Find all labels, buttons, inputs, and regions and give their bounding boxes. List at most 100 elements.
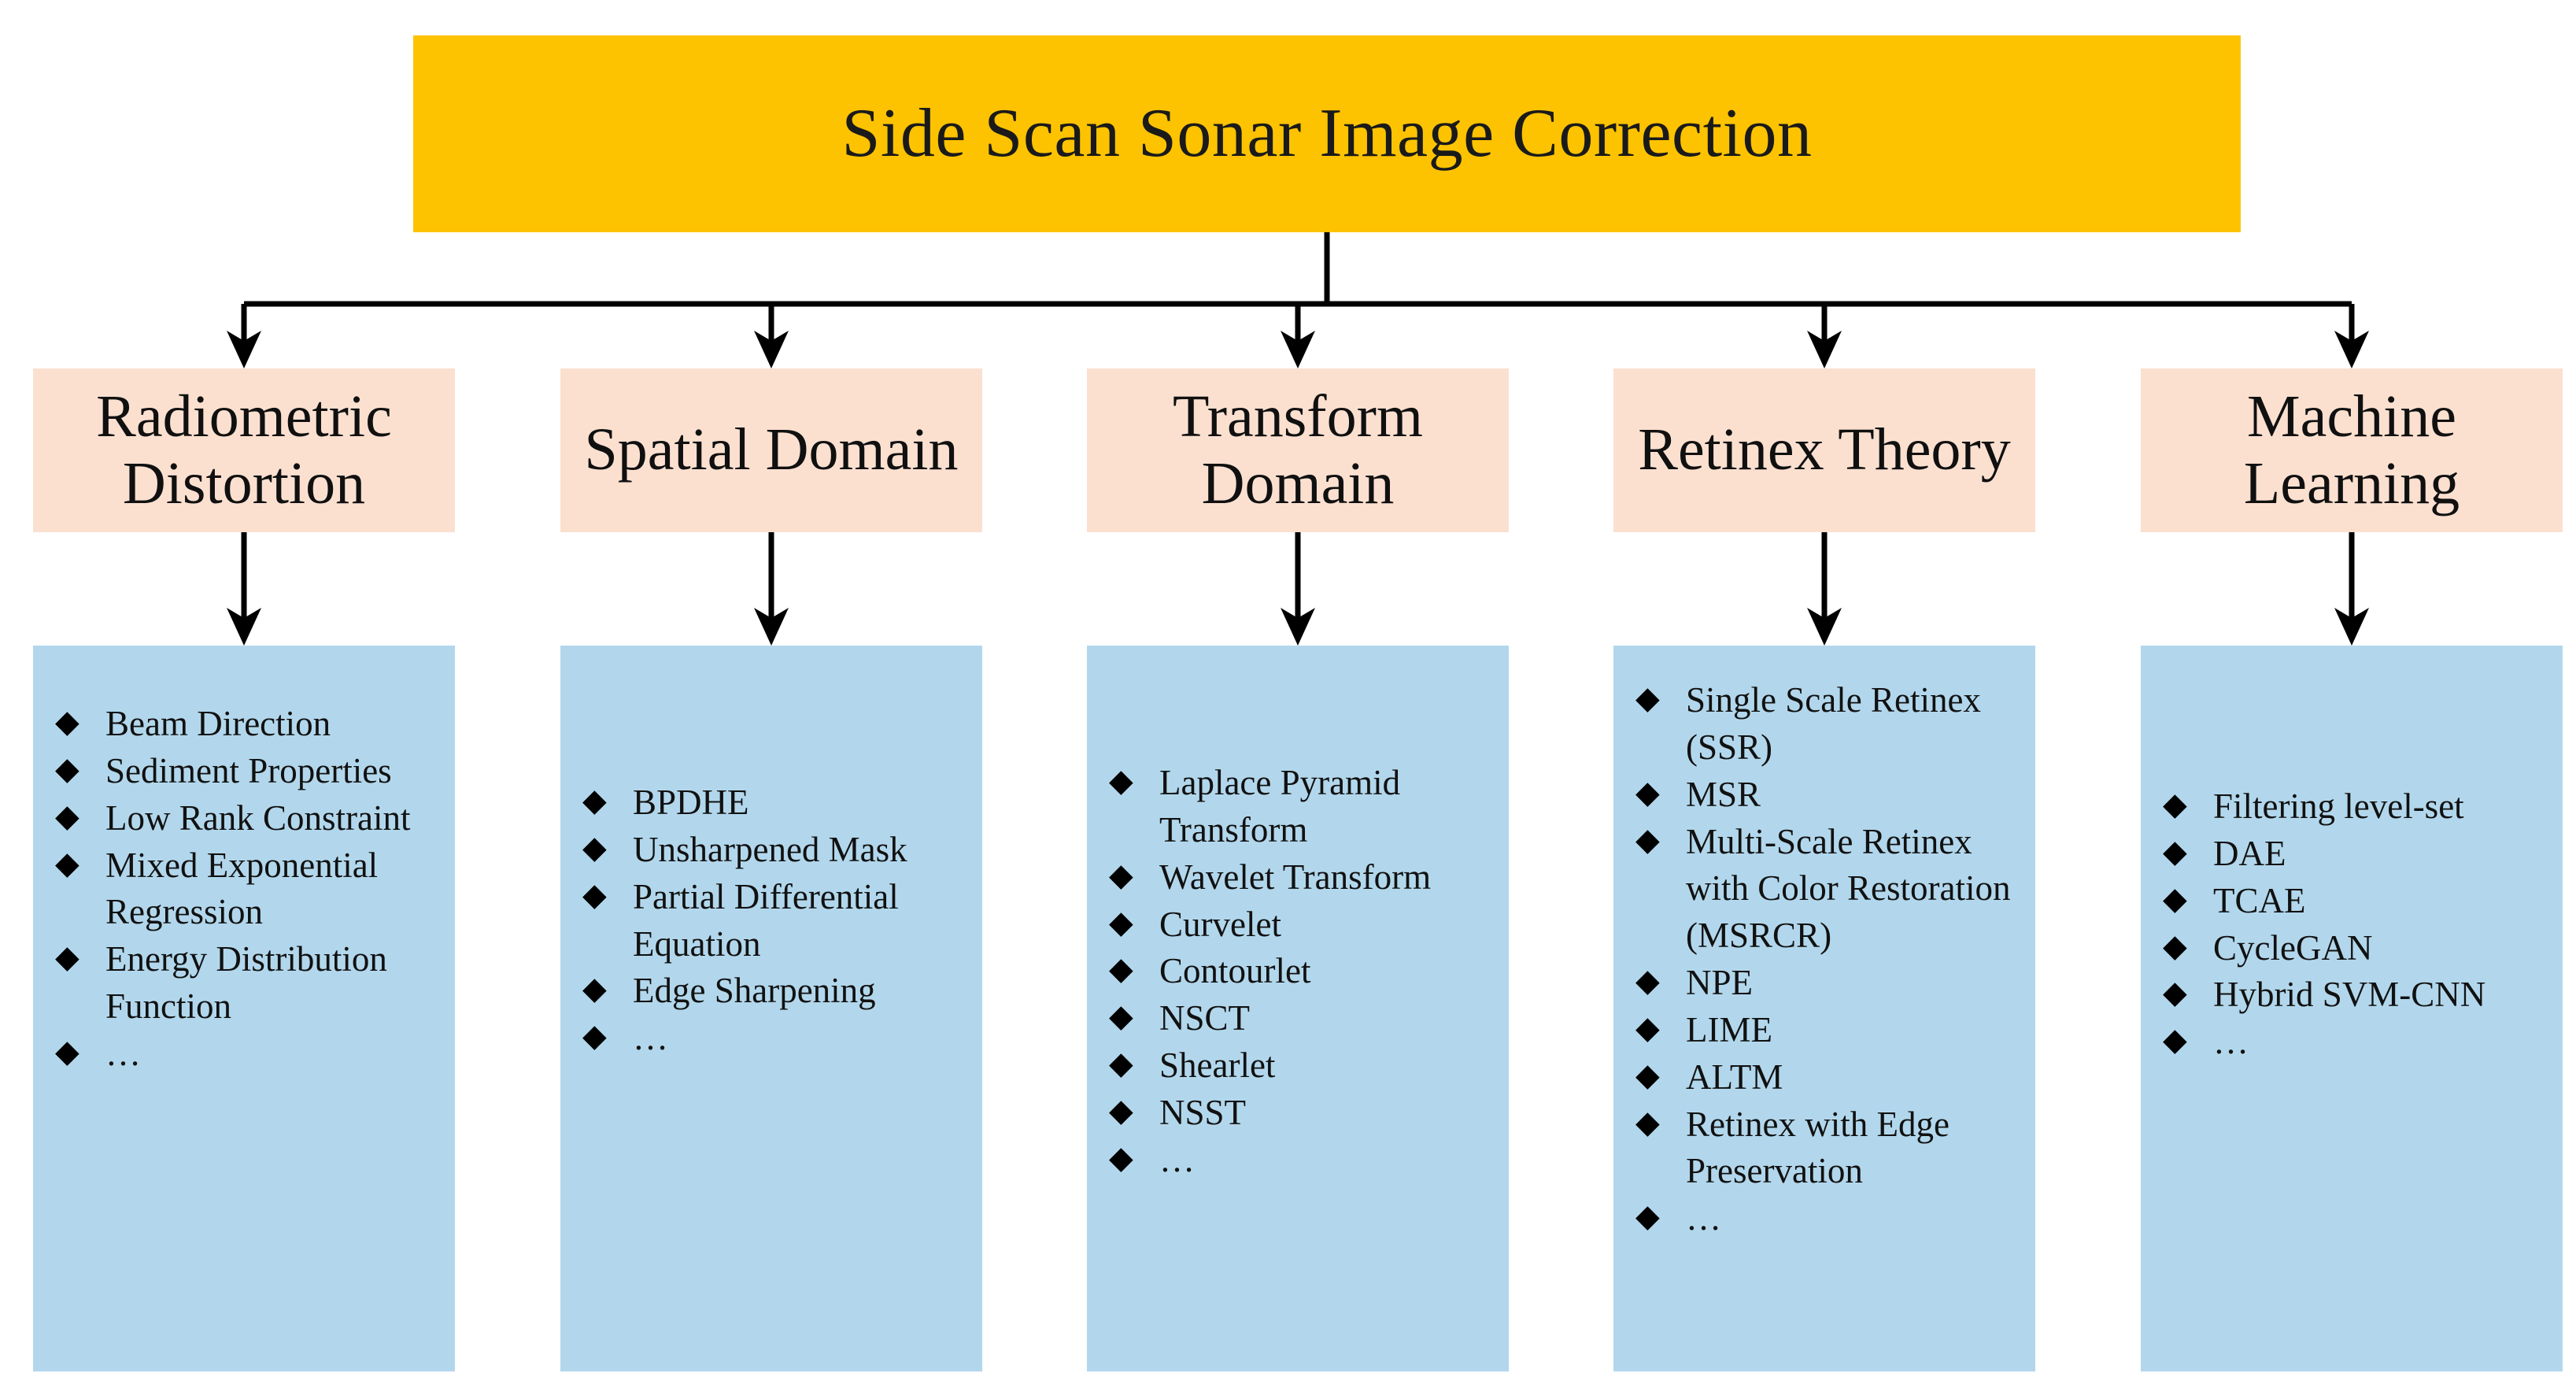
diamond-bullet-icon: ◆ xyxy=(582,876,607,912)
method-label: NSCT xyxy=(1159,998,1251,1038)
diamond-bullet-icon: ◆ xyxy=(582,971,607,1007)
list-item: ◆ DAE xyxy=(2149,831,2552,878)
diamond-bullet-icon: ◆ xyxy=(55,750,79,787)
method-label: Shearlet xyxy=(1159,1046,1276,1086)
method-label: … xyxy=(105,1033,141,1073)
method-box-transform-domain: ◆Laplace Pyramid Transform◆Wavelet Trans… xyxy=(1087,646,1509,1371)
method-label: … xyxy=(1159,1139,1195,1179)
method-box-radiometric-distortion: ◆Beam Direction◆Sediment Properties◆Low … xyxy=(33,646,455,1371)
diamond-bullet-icon: ◆ xyxy=(55,798,79,834)
arrowhead-7 xyxy=(754,608,789,646)
list-item: ◆ Mixed Exponential Regression xyxy=(41,842,444,937)
list-item: ◆Unsharpened Mask xyxy=(568,827,971,874)
list-item: ◆Edge Sharpening xyxy=(568,968,971,1015)
method-label: Single Scale Retinex (SSR) xyxy=(1686,680,1981,767)
root-title-box: Side Scan Sonar Image Correction xyxy=(413,35,2241,232)
arrowhead-6 xyxy=(227,608,261,646)
diamond-bullet-icon: ◆ xyxy=(1109,904,1133,940)
category-label: Transform Domain xyxy=(1172,383,1424,516)
method-label: Hybrid SVM-CNN xyxy=(2213,975,2486,1015)
list-item: ◆ Beam Direction xyxy=(41,701,444,748)
list-item: ◆Partial Differential Equation xyxy=(568,874,971,968)
diamond-bullet-icon: ◆ xyxy=(2163,787,2187,822)
diamond-bullet-icon: ◆ xyxy=(55,1033,79,1069)
method-label: Curvelet xyxy=(1159,904,1281,944)
arrowhead-8 xyxy=(1281,608,1315,646)
diamond-bullet-icon: ◆ xyxy=(2163,833,2187,869)
category-header-machine-learning[interactable]: Machine Learning xyxy=(2141,368,2563,532)
list-item: ◆… xyxy=(1095,1137,1498,1184)
diamond-bullet-icon: ◆ xyxy=(55,704,79,739)
method-box-retinex-theory: ◆ Single Scale Retinex (SSR) ◆ MSR ◆ Multi-Sc… xyxy=(1613,646,2035,1371)
diamond-bullet-icon: ◆ xyxy=(582,783,607,818)
method-box-spatial-domain: ◆BPDHE◆Unsharpened Mask◆Partial Differen… xyxy=(560,646,982,1371)
method-label: DAE xyxy=(2213,833,2286,873)
method-label: CycleGAN xyxy=(2213,927,2373,968)
list-item: ◆ Shearlet xyxy=(1095,1042,1498,1090)
diamond-bullet-icon: ◆ xyxy=(1635,1009,1660,1046)
list-item: ◆Contourlet xyxy=(1095,948,1498,995)
list-item: ◆… xyxy=(568,1015,971,1062)
method-label: MSR xyxy=(1686,774,1761,814)
category-header-radiometric-distortion[interactable]: Radiometric Distortion xyxy=(33,368,455,532)
arrowhead-2 xyxy=(754,331,789,368)
method-label: Unsharpened Mask xyxy=(633,829,907,869)
list-item: ◆… xyxy=(2149,1019,2552,1066)
diamond-bullet-icon: ◆ xyxy=(2163,927,2187,964)
category-label: Machine Learning xyxy=(2243,383,2460,516)
diamond-bullet-icon: ◆ xyxy=(1109,1139,1133,1175)
method-label: … xyxy=(2213,1022,2249,1062)
method-list: ◆ Single Scale Retinex (SSR) ◆ MSR ◆ Multi-Sc… xyxy=(1621,677,2024,1242)
method-label: TCAE xyxy=(2213,880,2306,920)
category-header-transform-domain[interactable]: Transform Domain xyxy=(1087,368,1509,532)
list-item: ◆ Multi-Scale Retinex with Color Restorat… xyxy=(1621,819,2024,960)
list-item: ◆ Curvelet xyxy=(1095,901,1498,949)
list-item: ◆ NSST xyxy=(1095,1090,1498,1137)
category-header-spatial-domain[interactable]: Spatial Domain xyxy=(560,368,982,532)
method-list: ◆BPDHE◆Unsharpened Mask◆Partial Differen… xyxy=(568,779,971,1062)
list-item: ◆Hybrid SVM-CNN xyxy=(2149,972,2552,1019)
diamond-bullet-icon: ◆ xyxy=(582,1018,607,1054)
method-label: Beam Direction xyxy=(105,704,331,743)
diamond-bullet-icon: ◆ xyxy=(1635,963,1660,999)
arrowhead-4 xyxy=(1807,331,1842,368)
diamond-bullet-icon: ◆ xyxy=(1635,821,1660,857)
diamond-bullet-icon: ◆ xyxy=(1109,1092,1133,1128)
list-item: ◆ CycleGAN xyxy=(2149,925,2552,972)
diamond-bullet-icon: ◆ xyxy=(1109,1046,1133,1082)
arrowhead-10 xyxy=(2334,608,2369,646)
method-label: BPDHE xyxy=(633,783,749,822)
diamond-bullet-icon: ◆ xyxy=(55,845,79,881)
arrowhead-1 xyxy=(227,331,261,368)
diamond-bullet-icon: ◆ xyxy=(1109,998,1133,1035)
method-label: NSST xyxy=(1159,1092,1247,1132)
method-list: ◆Laplace Pyramid Transform◆Wavelet Trans… xyxy=(1095,760,1498,1184)
list-item: ◆Laplace Pyramid Transform xyxy=(1095,760,1498,854)
list-item: ◆ NSCT xyxy=(1095,995,1498,1042)
diamond-bullet-icon: ◆ xyxy=(55,939,79,975)
method-list: ◆Beam Direction◆Sediment Properties◆Low … xyxy=(41,701,444,1078)
method-label: NPE xyxy=(1686,963,1754,1003)
method-label: Filtering level-set xyxy=(2213,787,2464,826)
list-item: ◆ Wavelet Transform xyxy=(1095,854,1498,901)
category-header-retinex-theory[interactable]: Retinex Theory xyxy=(1613,368,2035,532)
list-item: ◆ Sediment Properties xyxy=(41,748,444,795)
category-label: Spatial Domain xyxy=(584,416,959,483)
method-label: Multi-Scale Retinex with Color Restorati… xyxy=(1686,821,2011,956)
method-box-machine-learning: ◆Filtering level-set◆DAE◆TCAE◆CycleGAN◆H… xyxy=(2141,646,2563,1371)
list-item: ◆ALTM xyxy=(1621,1054,2024,1101)
method-label: Wavelet Transform xyxy=(1159,857,1432,897)
arrowhead-3 xyxy=(1281,331,1315,368)
method-label: … xyxy=(633,1018,668,1058)
page-title: Side Scan Sonar Image Correction xyxy=(841,94,1813,172)
method-label: Sediment Properties xyxy=(105,750,392,790)
list-item: ◆TCAE xyxy=(2149,878,2552,925)
method-label: Mixed Exponential Regression xyxy=(105,845,379,932)
method-label: … xyxy=(1686,1198,1721,1238)
diamond-bullet-icon: ◆ xyxy=(1109,857,1133,893)
list-item: ◆Retinex with Edge Preservation xyxy=(1621,1101,2024,1196)
arrowhead-5 xyxy=(2334,331,2369,368)
method-list: ◆Filtering level-set◆DAE◆TCAE◆CycleGAN◆H… xyxy=(2149,783,2552,1066)
list-item: ◆LIME xyxy=(1621,1007,2024,1054)
